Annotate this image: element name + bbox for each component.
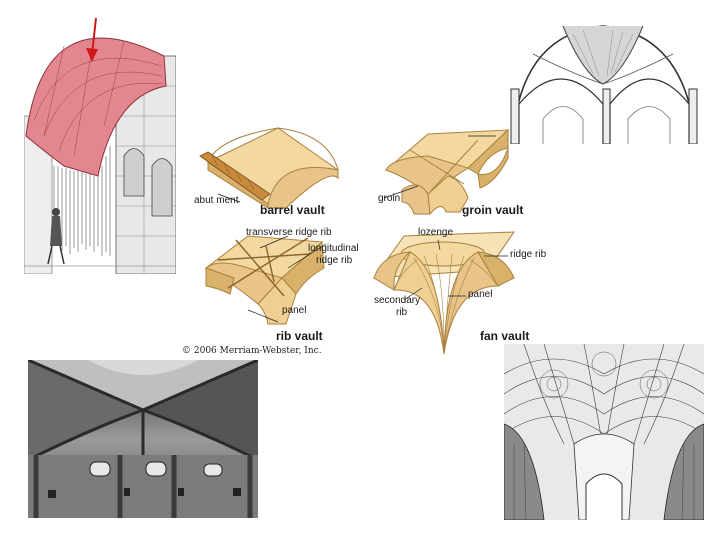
label-secondary-rib: rib [396,308,407,318]
label-transverse-ridge-rib: transverse ridge rib [246,228,332,238]
label-abutment: abut ment [194,196,238,206]
label-groin-vault: groin vault [462,204,523,216]
label-ridge-rib: ridge rib [510,250,546,260]
label-longitudinal: longitudinal [308,244,359,254]
copyright-notice: © 2006 Merriam-Webster, Inc. [182,346,322,356]
label-barrel-vault: barrel vault [260,204,325,216]
rib-vault-photo [28,360,258,518]
label-panel-fan: panel [468,290,492,300]
groin-vault-illustration [386,130,508,214]
label-fan-vault: fan vault [480,330,529,342]
label-panel-rib: panel [282,306,306,316]
label-lozenge: lozenge [418,228,453,238]
vault-types-diagram: abut ment barrel vault groin groin vault… [178,118,550,358]
label-rib-vault: rib vault [276,330,323,342]
label-secondary: secondary [374,296,420,306]
barrel-vault-engraving [24,16,176,274]
fan-vault-engraving [504,344,704,520]
label-groin: groin [378,194,400,204]
label-longitudinal-ridge-rib: ridge rib [316,256,352,266]
